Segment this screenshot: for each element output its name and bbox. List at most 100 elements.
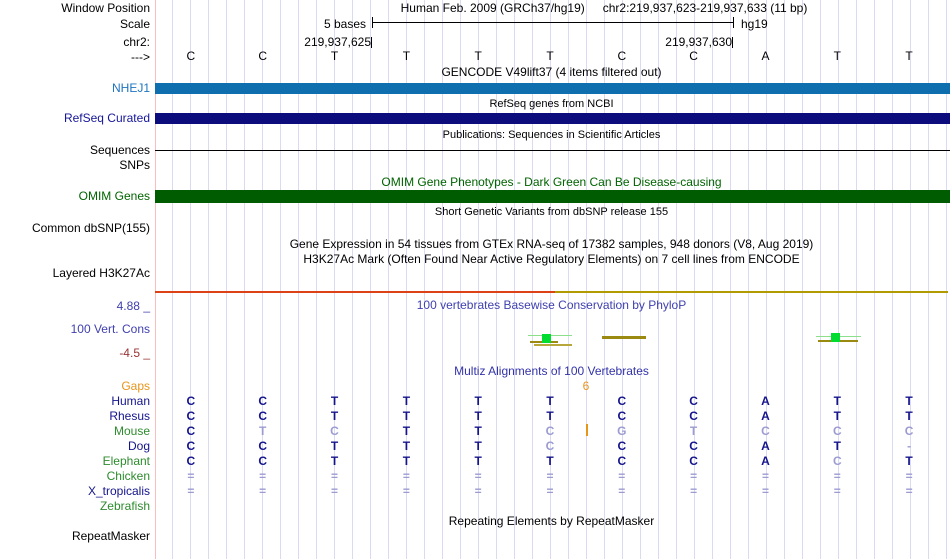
align-base-rhesus-3: T	[402, 409, 411, 423]
species-label-gaps[interactable]: Gaps	[121, 379, 150, 393]
track-label-scale: Scale	[119, 17, 150, 31]
scale-bar-tick-right	[733, 17, 734, 28]
coordinate-right: 219,937,630	[665, 35, 732, 49]
align-base-human-6: C	[617, 394, 627, 408]
align-base-human-5: T	[546, 394, 554, 408]
phylop-mark	[831, 333, 840, 342]
dbsnp-track-title[interactable]: Short Genetic Variants from dbSNP releas…	[434, 206, 669, 218]
omim-track-title[interactable]: OMIM Gene Phenotypes - Dark Green Can Be…	[381, 175, 722, 189]
scale-bar-tick-left	[372, 17, 373, 28]
align-base-dog-4: T	[474, 439, 482, 453]
track-label-layered-h3k27ac[interactable]: Layered H3K27Ac	[52, 266, 150, 280]
align-base-dog-5: C	[545, 439, 555, 453]
coordinate-right-tick	[732, 37, 733, 48]
align-base-rhesus-6: C	[617, 409, 627, 423]
align-base-human-1: C	[258, 394, 268, 408]
seq-base-3: T	[402, 49, 411, 63]
gencode-track-title[interactable]: GENCODE V49lift37 (4 items filtered out)	[441, 65, 662, 79]
seq-base-9: T	[833, 49, 841, 63]
seq-base-6: C	[617, 49, 627, 63]
align-base-dog-10: -	[907, 439, 912, 453]
repeatmasker-track-title[interactable]: Repeating Elements by RepeatMasker	[448, 514, 655, 528]
align-base-elephant-5: T	[546, 454, 554, 468]
align-base-elephant-9: C	[832, 454, 842, 468]
h3k27ac-baseline	[155, 291, 555, 293]
align-base-rhesus-8: A	[761, 409, 770, 423]
species-label-chicken[interactable]: Chicken	[106, 469, 150, 483]
species-label-elephant[interactable]: Elephant	[102, 454, 150, 468]
align-base-mouse-3: T	[402, 424, 411, 438]
track-label-omim-genes[interactable]: OMIM Genes	[78, 189, 150, 203]
align-base-dog-2: T	[330, 439, 339, 453]
align-base-rhesus-4: T	[474, 409, 482, 423]
species-label-zebrafish[interactable]: Zebrafish	[99, 499, 150, 513]
species-label-x-tropicalis[interactable]: X_tropicalis	[87, 484, 150, 498]
align-base-chicken-8: =	[761, 469, 770, 483]
align-base-dog-1: C	[258, 439, 268, 453]
align-base-elephant-4: T	[474, 454, 482, 468]
track-label-4-88: 4.88 _	[116, 299, 150, 313]
sequences-track-line[interactable]	[155, 150, 950, 151]
gap-size-label: 6	[582, 379, 590, 393]
track-label-nhej1[interactable]: NHEJ1	[111, 81, 150, 95]
seq-base-5: T	[546, 49, 554, 63]
track-label-sequences[interactable]: Sequences	[89, 143, 150, 157]
nhej1-gene-bar[interactable]	[155, 83, 950, 94]
seq-base-0: C	[186, 49, 196, 63]
phylop-mark	[542, 334, 551, 343]
track-label-snps[interactable]: SNPs	[119, 158, 150, 172]
align-base-x-tropicalis-0: =	[187, 484, 195, 498]
align-base-rhesus-1: C	[258, 409, 268, 423]
align-base-elephant-6: C	[617, 454, 627, 468]
track-label-window-position: Window Position	[61, 1, 150, 15]
align-base-dog-9: T	[833, 439, 841, 453]
track-label-chr2: chr2:	[123, 35, 150, 49]
refseq-track-title[interactable]: RefSeq genes from NCBI	[489, 98, 614, 110]
align-base-dog-8: A	[761, 439, 770, 453]
track-label-repeatmasker[interactable]: RepeatMasker	[71, 529, 150, 543]
header-title: Human Feb. 2009 (GRCh37/hg19) chr2:219,9…	[401, 2, 808, 15]
align-base-rhesus-0: C	[186, 409, 196, 423]
align-base-x-tropicalis-6: =	[618, 484, 626, 498]
h3k27ac-track-title[interactable]: H3K27Ac Mark (Often Found Near Active Re…	[303, 252, 800, 266]
species-label-rhesus[interactable]: Rhesus	[109, 409, 150, 423]
align-base-x-tropicalis-7: =	[690, 484, 698, 498]
publications-track-title[interactable]: Publications: Sequences in Scientific Ar…	[442, 129, 661, 141]
track-label-common-dbsnp-155[interactable]: Common dbSNP(155)	[31, 221, 150, 235]
align-base-mouse-1: T	[259, 424, 267, 438]
track-label-100-vert-cons[interactable]: 100 Vert. Cons	[70, 322, 150, 336]
align-base-elephant-2: T	[330, 454, 339, 468]
species-label-mouse[interactable]: Mouse	[113, 424, 150, 438]
align-base-chicken-0: =	[187, 469, 195, 483]
align-base-chicken-5: =	[546, 469, 554, 483]
species-label-dog[interactable]: Dog	[127, 439, 150, 453]
position-range: chr2:219,937,623-219,937,633 (11 bp)	[602, 1, 808, 15]
align-base-rhesus-7: C	[689, 409, 698, 423]
align-base-human-4: T	[474, 394, 482, 408]
align-base-elephant-0: C	[186, 454, 196, 468]
align-base-rhesus-10: T	[905, 409, 913, 423]
assembly-label: hg19	[741, 17, 768, 31]
mouse-insert-tick	[586, 424, 588, 436]
omim-gene-bar[interactable]	[155, 190, 950, 203]
gtex-track-title[interactable]: Gene Expression in 54 tissues from GTEx …	[289, 237, 814, 251]
align-base-chicken-3: =	[402, 469, 410, 483]
phylop-mark	[602, 336, 646, 339]
seq-base-7: C	[689, 49, 698, 63]
align-base-rhesus-2: T	[330, 409, 339, 423]
align-base-rhesus-5: T	[546, 409, 554, 423]
refseq-gene-bar[interactable]	[155, 113, 950, 124]
multiz-track-title[interactable]: Multiz Alignments of 100 Vertebrates	[454, 364, 649, 378]
align-base-human-10: T	[905, 394, 913, 408]
align-base-human-9: T	[833, 394, 841, 408]
align-base-elephant-7: C	[689, 454, 698, 468]
scale-bar	[372, 22, 733, 23]
align-base-human-8: A	[761, 394, 770, 408]
align-base-elephant-1: C	[258, 454, 268, 468]
track-label-refseq-curated[interactable]: RefSeq Curated	[63, 111, 150, 125]
phylop-track-title[interactable]: 100 vertebrates Basewise Conservation by…	[416, 298, 687, 312]
align-base-chicken-10: =	[905, 469, 913, 483]
species-label-human[interactable]: Human	[111, 394, 150, 408]
align-base-mouse-5: C	[545, 424, 555, 438]
